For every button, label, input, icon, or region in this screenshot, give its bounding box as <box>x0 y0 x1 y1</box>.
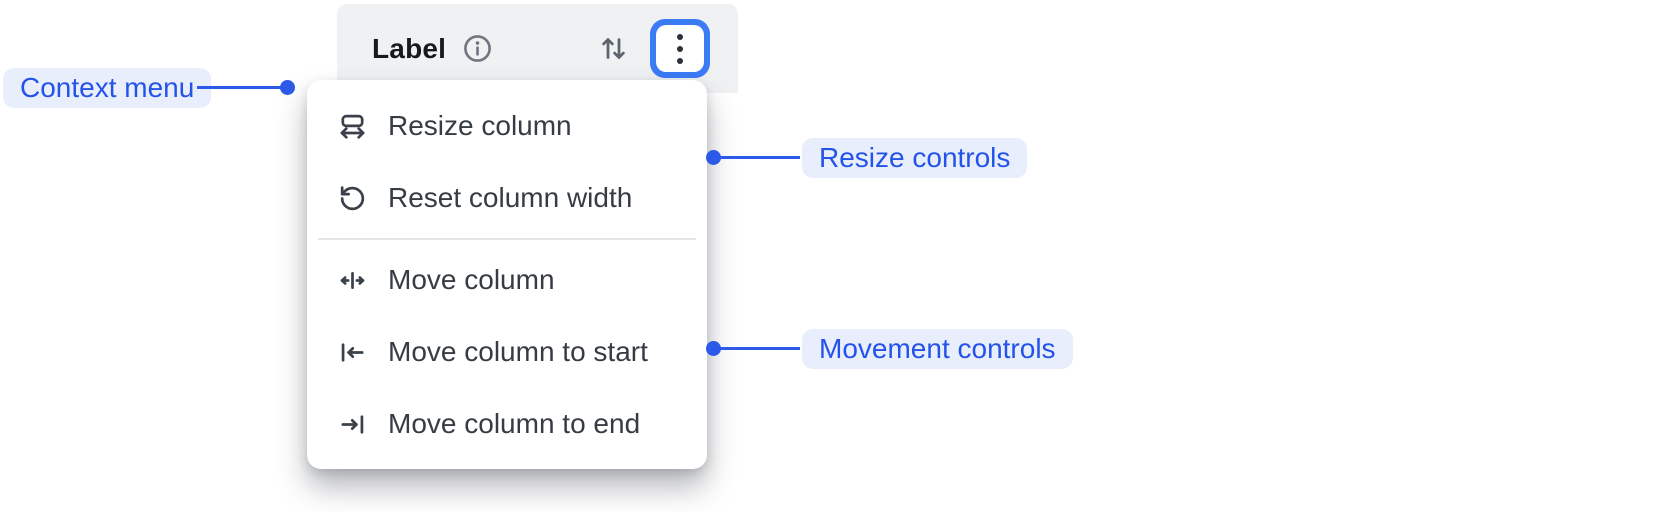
annotation-dot-movement-controls <box>706 341 721 356</box>
menu-item-reset-column-width[interactable]: Reset column width <box>307 162 707 234</box>
annotation-context-menu: Context menu <box>3 68 212 108</box>
info-icon[interactable] <box>461 32 494 65</box>
move-column-icon <box>337 265 368 296</box>
table-column-header: Label <box>337 4 738 93</box>
menu-item-move-column-to-end[interactable]: Move column to end <box>307 388 707 460</box>
kebab-icon <box>656 25 704 72</box>
annotation-line-resize-controls <box>720 156 800 159</box>
menu-item-resize-column[interactable]: Resize column <box>307 90 707 162</box>
menu-item-label: Reset column width <box>388 182 633 213</box>
annotation-line-movement-controls <box>720 347 800 350</box>
reset-column-width-icon <box>337 183 368 214</box>
menu-item-label: Move column <box>388 264 555 295</box>
menu-item-label: Move column to start <box>388 336 648 367</box>
move-column-to-start-icon <box>337 337 368 368</box>
resize-column-icon <box>337 111 368 142</box>
annotation-line-context-menu <box>197 86 281 89</box>
menu-item-move-column-to-start[interactable]: Move column to start <box>307 316 707 388</box>
move-column-to-end-icon <box>337 409 368 440</box>
column-context-menu: Resize column Reset column width <box>307 80 707 469</box>
annotation-resize-controls: Resize controls <box>802 138 1028 178</box>
column-title: Label <box>372 32 447 64</box>
annotation-movement-controls: Movement controls <box>802 329 1073 369</box>
annotation-dot-context-menu <box>280 80 295 95</box>
sort-icon[interactable] <box>597 32 630 65</box>
menu-divider <box>318 238 696 240</box>
column-menu-button[interactable] <box>650 19 710 78</box>
menu-item-move-column[interactable]: Move column <box>307 244 707 316</box>
menu-item-label: Resize column <box>388 110 572 141</box>
menu-item-label: Move column to end <box>388 408 641 439</box>
annotation-dot-resize-controls <box>706 150 721 165</box>
